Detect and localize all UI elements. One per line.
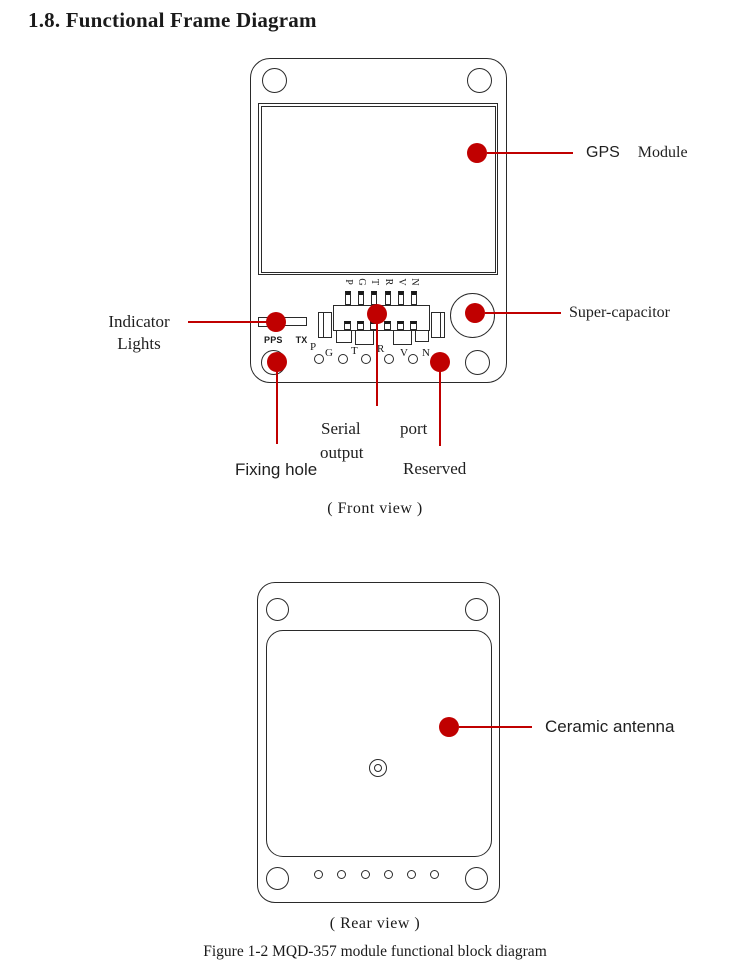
gps-module-shield <box>258 103 498 275</box>
top-pin-label-3: T <box>369 278 380 286</box>
front-view-caption: ( Front view ) <box>327 500 423 517</box>
mounting-hole-top-right <box>465 598 488 621</box>
top-pin-label-1: P <box>343 279 354 285</box>
bottom-pin-label-6: N <box>422 347 430 359</box>
leader-line-ceramic-antenna <box>459 726 532 728</box>
connector-contact <box>410 321 417 330</box>
connector-tab-left <box>318 312 332 338</box>
mounting-hole-top-left <box>266 598 289 621</box>
ceramic-antenna-patch <box>266 630 492 857</box>
pad-hole <box>408 354 418 364</box>
connector-tab-right <box>431 312 445 338</box>
callout-dot-ceramic-antenna <box>439 717 459 737</box>
section-heading: 1.8. Functional Frame Diagram <box>28 8 317 32</box>
bottom-pin-label-2: G <box>325 347 333 359</box>
label-gps-module: GPS Module <box>586 144 688 162</box>
pad-hole <box>361 870 370 879</box>
bottom-pin-label-3: T <box>351 345 358 357</box>
mounting-hole-bottom-left <box>266 867 289 890</box>
pad-hole <box>430 870 439 879</box>
top-pin-label-6: N <box>409 278 420 286</box>
label-reserved: Reserved <box>403 459 467 478</box>
mounting-hole-bottom-right <box>465 867 488 890</box>
pad-hole <box>384 870 393 879</box>
label-indicator-lights: Indicator Lights <box>93 311 185 355</box>
led-labels: PPS TX <box>264 330 308 348</box>
leader-line-serial <box>376 314 378 406</box>
antenna-feed-inner <box>374 764 382 772</box>
connector-pin <box>411 291 417 305</box>
rear-view-caption: ( Rear view ) <box>329 915 421 932</box>
pad-hole <box>314 870 323 879</box>
mounting-hole-top-left <box>262 68 287 93</box>
callout-dot-super-capacitor <box>465 303 485 323</box>
label-module-word: Module <box>637 144 688 161</box>
led-tx <box>283 317 307 326</box>
connector-pin <box>345 291 351 305</box>
label-indicator-line1: Indicator <box>108 312 170 331</box>
pad-hole <box>384 354 394 364</box>
leader-line-gps <box>487 152 573 154</box>
connector-contact <box>397 321 404 330</box>
mounting-hole-bottom-right <box>465 350 490 375</box>
connector-foot <box>393 330 412 345</box>
pad-hole <box>407 870 416 879</box>
label-indicator-line2: Lights <box>117 334 161 353</box>
connector-foot <box>336 330 352 343</box>
leader-line-super-capacitor <box>485 312 561 314</box>
connector-contact <box>384 321 391 330</box>
label-gps-word: GPS <box>586 144 620 161</box>
connector-pin <box>358 291 364 305</box>
label-output: output <box>320 443 364 462</box>
bottom-pin-label-1: P <box>310 341 317 353</box>
connector-foot <box>415 330 429 342</box>
bottom-pin-label-4: R <box>377 343 385 355</box>
label-port: port <box>400 419 428 438</box>
connector-foot <box>355 330 374 345</box>
label-fixing-hole: Fixing hole <box>235 460 318 479</box>
leader-line-fixing-hole <box>276 362 278 444</box>
label-serial: Serial <box>321 419 361 438</box>
led-label-pps: PPS <box>264 335 283 345</box>
top-pin-label-4: R <box>383 278 394 286</box>
callout-dot-gps-module <box>467 143 487 163</box>
callout-dot-indicator <box>266 312 286 332</box>
leader-line-indicator <box>188 321 268 323</box>
connector-pin <box>398 291 404 305</box>
connector-pin <box>385 291 391 305</box>
pad-hole <box>314 354 324 364</box>
top-pin-label-2: G <box>356 278 367 286</box>
leader-line-reserved <box>439 362 441 446</box>
led-label-tx: TX <box>295 335 308 345</box>
figure-caption: Figure 1-2 MQD-357 module functional blo… <box>203 943 547 960</box>
pad-hole <box>338 354 348 364</box>
connector-contact <box>344 321 351 330</box>
label-super-capacitor: Super-capacitor <box>569 304 670 321</box>
gps-module-shield-inner-line <box>260 105 496 273</box>
mounting-hole-top-right <box>467 68 492 93</box>
pad-hole <box>337 870 346 879</box>
bottom-pin-label-5: V <box>400 347 408 359</box>
label-ceramic-antenna: Ceramic antenna <box>545 717 675 736</box>
top-pin-label-5: V <box>396 278 407 286</box>
pad-hole <box>361 354 371 364</box>
connector-contact <box>357 321 364 330</box>
connector-pin <box>371 291 377 305</box>
